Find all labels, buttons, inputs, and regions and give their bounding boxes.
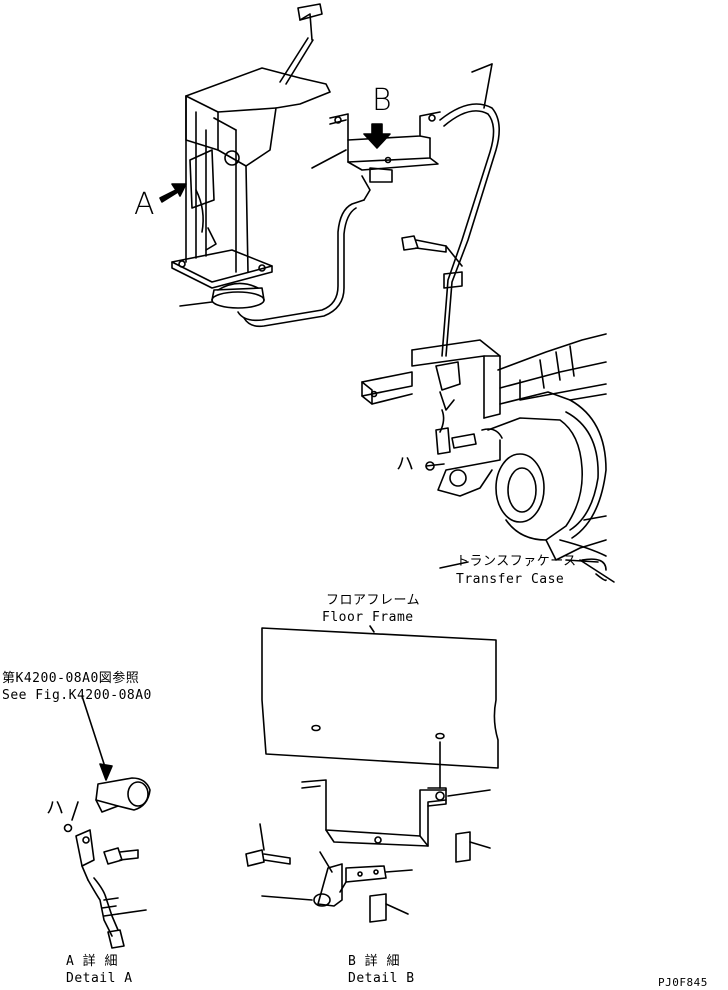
view-b-label: B <box>372 83 393 118</box>
floor-frame-label-jp: フロアフレーム <box>326 593 421 608</box>
transfer-case <box>437 333 607 582</box>
detail-b-bracket <box>245 741 491 923</box>
drawing-code: PJ0F845 <box>658 976 708 989</box>
transfer-bracket <box>361 339 501 471</box>
floor-frame-label-en: Floor Frame <box>322 610 414 625</box>
see-fig-label-en: See Fig.K4200-08A0 <box>2 688 152 703</box>
view-a-label: A <box>134 187 156 222</box>
brake-lever-assembly <box>171 3 331 309</box>
brake-cable <box>237 63 500 357</box>
mark-label-detail-a: ハ <box>46 798 65 819</box>
see-fig-label-jp: 第K4200-08A0図参照 <box>2 671 140 686</box>
detail-b-title-en: Detail B <box>348 971 415 986</box>
transfer-case-label-en: Transfer Case <box>456 572 565 587</box>
bolt <box>401 235 463 267</box>
mark-label-main: ハ <box>396 454 415 475</box>
detail-b-title-jp: B 詳 細 <box>348 954 400 969</box>
detail-a-title-jp: A 詳 細 <box>66 954 118 969</box>
view-b-arrow <box>363 123 391 149</box>
detail-a-title-en: Detail A <box>66 971 133 986</box>
detail-a-linkage <box>63 695 151 949</box>
transfer-case-label-jp: トランスファケース <box>456 554 577 569</box>
leader-lines <box>439 559 615 583</box>
view-a-arrow <box>159 183 187 203</box>
floor-frame-plate <box>261 625 499 769</box>
